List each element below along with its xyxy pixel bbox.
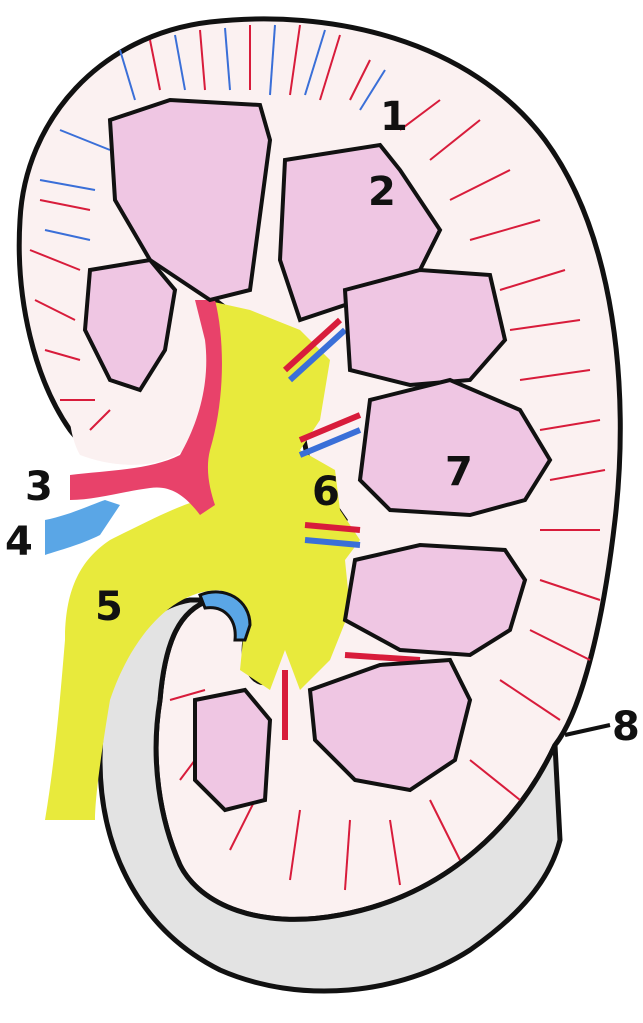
label-4: 4 [5, 519, 33, 565]
label-8: 8 [612, 704, 640, 750]
leader-line-8 [565, 725, 610, 735]
label-2: 2 [368, 169, 396, 215]
label-3: 3 [25, 464, 53, 510]
label-1: 1 [380, 94, 408, 140]
label-6: 6 [312, 469, 340, 515]
label-5: 5 [95, 584, 123, 630]
pyramid-bottom-left [195, 690, 270, 810]
label-7: 7 [445, 449, 473, 495]
pyramid-right-upper [345, 270, 505, 385]
